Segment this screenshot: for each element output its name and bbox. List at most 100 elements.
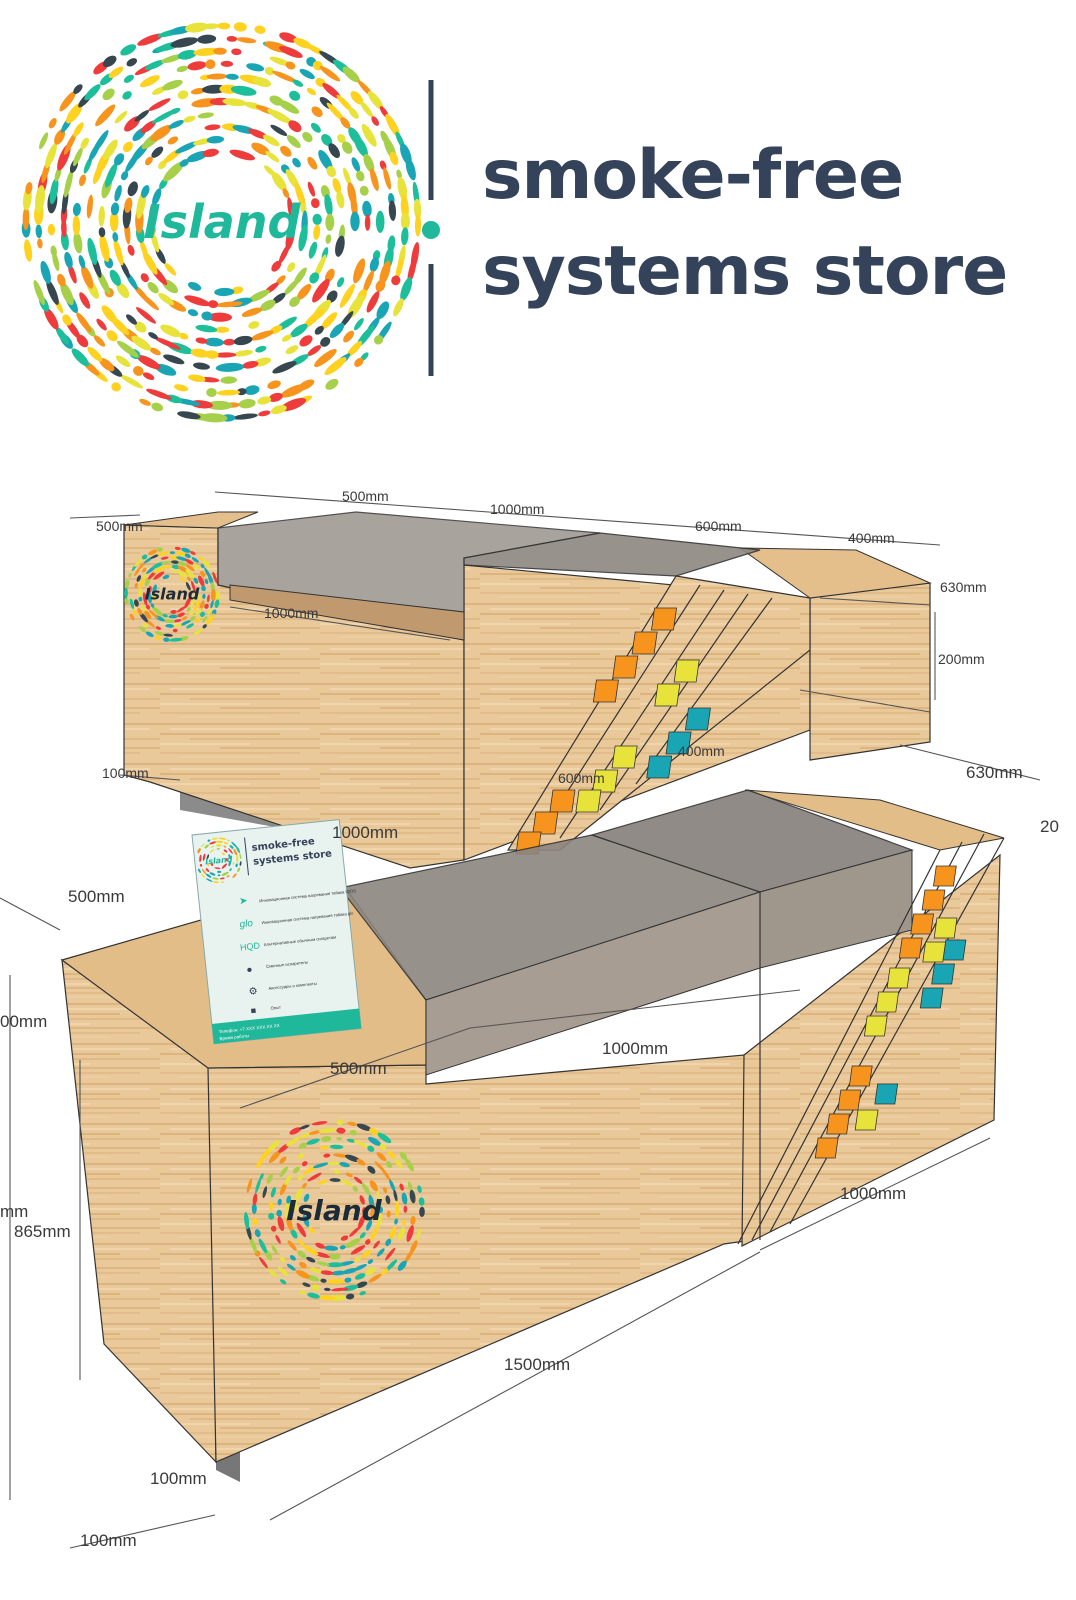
front-logo-dash [378, 1206, 384, 1214]
header-logo-dash [45, 143, 57, 169]
header-logo-dash [139, 240, 148, 258]
header-logo-dash [179, 159, 189, 167]
front-logo-dash [354, 1257, 361, 1262]
front-logo-dash [376, 1191, 381, 1202]
back-tile [592, 679, 619, 703]
front-logo-dash [297, 1238, 306, 1248]
front-logo-dash [345, 1238, 361, 1249]
header-logo-dash [311, 106, 323, 117]
header-logo-dash [354, 318, 364, 331]
header-logo-dash [231, 286, 244, 295]
front-logo-dash [347, 1121, 357, 1127]
back-logo-dash [171, 564, 181, 570]
front-logo-dash [303, 1166, 316, 1175]
header-logo-dash [39, 132, 49, 150]
header-logo-dash [162, 79, 183, 91]
back-logo-dash [189, 615, 196, 622]
header-logo-dash [126, 58, 138, 67]
back-logo-dash [171, 570, 179, 573]
header-logo-dash [225, 73, 239, 80]
header-logo-dash [80, 137, 89, 150]
header-logo-dash [302, 131, 313, 143]
back-logo-dash [211, 609, 217, 615]
back-logo-dash [191, 580, 196, 593]
front-logo-dash [373, 1240, 381, 1249]
dim-front-4: 865mm [14, 1222, 71, 1241]
header-logo-dash [98, 205, 105, 227]
header-logo-dash [193, 362, 210, 370]
front-logo-dash [270, 1186, 276, 1198]
front-logo-dash [349, 1130, 358, 1136]
back-logo-dash [174, 546, 181, 551]
front-logo-dash [302, 1282, 311, 1288]
front-logo-dash [354, 1273, 366, 1280]
front-logo-dash [252, 1218, 258, 1226]
back-logo-word: Island [145, 585, 200, 604]
brand-tagline: smoke-free systems store [482, 128, 1008, 320]
header-logo-dash [278, 243, 290, 264]
front-logo-dash [294, 1201, 298, 1211]
front-logo-dash [318, 1128, 336, 1133]
sign-background [191, 818, 362, 1045]
header-logo-dash [57, 273, 66, 287]
front-logo-dash [286, 1195, 292, 1204]
dim-front-7: 1000mm [840, 1184, 906, 1203]
front-logo-dash [277, 1216, 285, 1232]
header-logo-dash [350, 91, 364, 105]
header-logo-dash [111, 382, 121, 392]
header-logo-dash [144, 156, 153, 166]
header-logo-dash [280, 383, 307, 398]
header-logo-dash [216, 301, 243, 308]
header-logo-dash [264, 67, 275, 76]
front-tile [922, 941, 947, 963]
sign-logo-dash [205, 873, 212, 878]
dim-top-10: 600mm [558, 770, 605, 786]
header-logo-dash [307, 156, 318, 170]
front-logo-dash [284, 1202, 290, 1220]
header-logo-dash [109, 211, 119, 232]
header-logo-dash [335, 235, 345, 257]
back-logo-dash [171, 560, 179, 564]
front-tile [886, 967, 911, 989]
front-tile [933, 917, 958, 939]
back-logo-dash [141, 554, 148, 560]
front-logo-dash [361, 1182, 371, 1196]
front-logo-dash [368, 1136, 381, 1146]
back-glass-case-right [463, 532, 761, 577]
front-logo-dash [323, 1153, 331, 1158]
header-logo-dash [140, 120, 157, 134]
sign-logo-dash [197, 848, 201, 854]
back-logo-dash [162, 574, 170, 580]
header-logo-dash [114, 184, 122, 202]
sign-logo-dash [236, 846, 241, 854]
back-logo-dash [207, 594, 210, 603]
header-logo-dash [226, 35, 238, 42]
header-logo-dash [286, 135, 301, 149]
back-tile [532, 811, 559, 835]
front-logo-dash [383, 1187, 388, 1194]
dim-top-1: 500mm [342, 488, 389, 504]
front-logo-dash [311, 1284, 320, 1291]
front-tile [826, 1113, 850, 1135]
header-logo-dash [148, 224, 156, 235]
back-logo-dash [168, 614, 178, 619]
front-logo-dash [315, 1242, 326, 1249]
header-logo-dash [321, 312, 338, 330]
header-logo-dash [104, 163, 118, 188]
header-logo-dash [122, 141, 133, 153]
front-logo-dash [284, 1175, 292, 1186]
front-logo-dash [369, 1180, 378, 1192]
front-logo-dash [254, 1229, 261, 1238]
tagline-line-1: smoke-free [482, 136, 904, 215]
front-logo-dash [401, 1192, 408, 1205]
front-logo-dash [297, 1174, 304, 1181]
header-logo-dash [322, 83, 341, 99]
header-logo-dash [310, 122, 321, 133]
header-logo-dash [163, 354, 185, 365]
header-logo-dash [93, 335, 106, 347]
header-logo-dash [262, 134, 280, 147]
header-logo-dash [222, 98, 247, 107]
back-logo-dash [185, 569, 197, 580]
header-logo-dash [276, 275, 286, 285]
back-logo-dash [124, 587, 128, 599]
